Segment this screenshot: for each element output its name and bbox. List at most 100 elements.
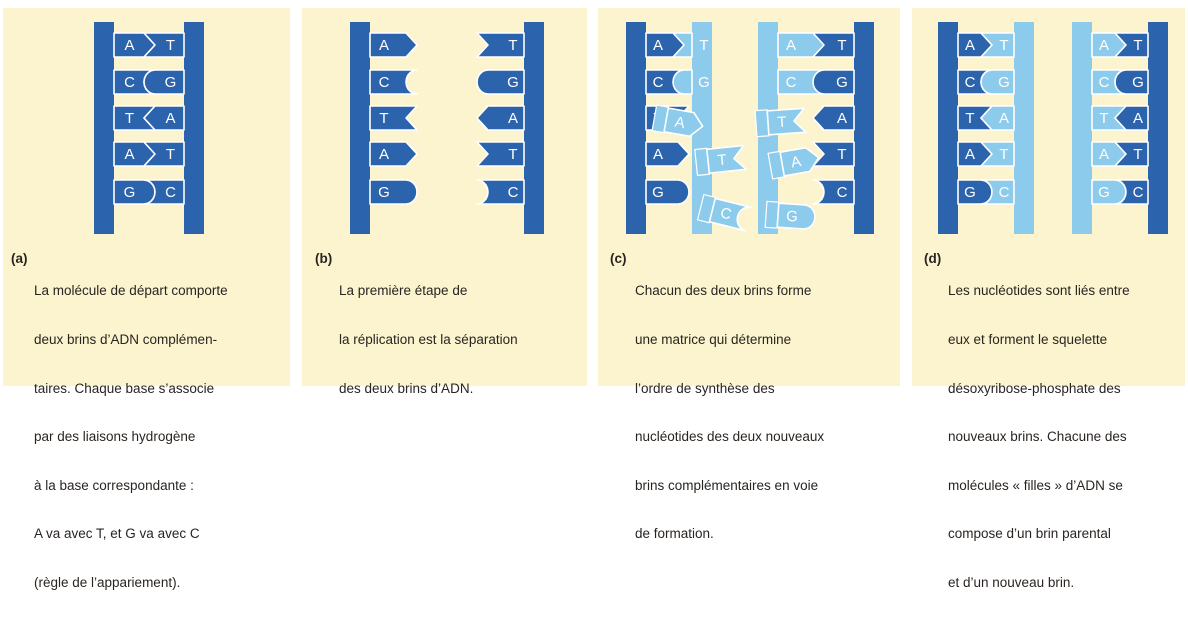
base-letter: G [698,74,710,91]
panel-c-label: (c) [610,251,627,267]
sugar-phosphate-backbone [1148,22,1168,234]
base-letter: T [508,37,517,54]
base-letter: C [786,74,797,91]
caption-line: deux brins d’ADN complémen- [34,332,228,348]
base-letter: G [124,184,136,201]
base-g [673,70,692,94]
base-letter: A [837,110,847,127]
caption-line: taires. Chaque base s’associe [34,381,228,397]
panel-b-text: La première étape de la réplication est … [339,251,518,429]
base-a [813,106,854,130]
base-letter: A [965,146,975,163]
base-letter: T [837,146,846,163]
base-letter: T [837,37,846,54]
caption-line: La molécule de départ comporte [34,283,228,299]
base-letter: T [508,146,517,163]
sugar-phosphate-backbone [854,22,874,234]
sugar-phosphate-backbone [94,22,114,234]
base-letter: C [999,184,1010,201]
caption-line: l’ordre de synthèse des [635,381,824,397]
caption-line: la réplication est la séparation [339,332,518,348]
panel-b-label: (b) [315,251,332,267]
base-letter: T [999,146,1008,163]
base-letter: T [1133,37,1142,54]
base-letter: T [166,37,175,54]
base-letter: T [125,110,134,127]
sugar-phosphate-backbone [1072,22,1092,234]
base-letter: G [507,74,519,91]
caption-line: A va avec T, et G va avec C [34,526,228,542]
base-letter: C [165,184,176,201]
base-letter: T [1099,110,1108,127]
base-letter: C [508,184,519,201]
base-letter: T [965,110,974,127]
caption-line: Les nucléotides sont liés entre [948,283,1130,299]
caption-line: par des liaisons hydrogène [34,429,228,445]
caption-line: des deux brins d’ADN. [339,381,518,397]
base-letter: T [379,110,388,127]
base-letter: A [379,37,389,54]
base-letter: G [998,74,1010,91]
caption-line: La première étape de [339,283,518,299]
sugar-phosphate-backbone [938,22,958,234]
caption-line: nouveaux brins. Chacune des [948,429,1130,445]
base-letter: T [717,151,728,169]
caption-line: compose d’un brin parental [948,526,1130,542]
base-c [813,180,854,204]
caption-line: de formation. [635,526,824,542]
caption-line: désoxyribose-phosphate des [948,381,1130,397]
base-letter: A [124,146,134,163]
base-a [370,142,417,166]
sugar-phosphate-backbone [184,22,204,234]
base-g [370,180,417,204]
panel-d-label: (d) [924,251,941,267]
base-letter: T [699,37,708,54]
sugar-phosphate-backbone [524,22,544,234]
base-letter: T [166,146,175,163]
base-letter: T [1133,146,1142,163]
panel-a-diagram: A T C G T A A T G C [3,8,290,248]
panel-b: ACTAGTGATC (b) La première étape de la r… [302,8,587,386]
base-letter: C [1099,74,1110,91]
base-letter: A [124,37,134,54]
caption-line: nucléotides des deux nouveaux [635,429,824,445]
base-letter: A [1133,110,1143,127]
base-letter: A [653,146,663,163]
base-letter: A [1099,146,1109,163]
caption-line: une matrice qui détermine [635,332,824,348]
base-letter: T [777,114,787,132]
caption-line: molécules « filles » d’ADN se [948,478,1130,494]
free-nucleotide: T [755,107,806,136]
panel-d-text: Les nucléotides sont liés entre eux et f… [948,251,1130,624]
base-letter: A [653,37,663,54]
panel-a: A T C G T A A T G C (a) La molécule de départ com… [3,8,290,386]
free-nucleotide: G [765,201,816,230]
base-letter: G [652,184,664,201]
base-letter: C [379,74,390,91]
base-t [813,142,854,166]
base-letter: C [965,74,976,91]
caption-line: (règle de l’appariement). [34,575,228,591]
sugar-phosphate-backbone [350,22,370,234]
caption-line: et d’un nouveau brin. [948,575,1130,591]
base-letter: A [965,37,975,54]
free-nucleotide: T [695,144,746,175]
panel-c-diagram: ACTAGTGATCGATCATCTAG [598,8,900,248]
base-letter: A [508,110,518,127]
base-c [370,70,417,94]
base-letter: G [786,208,799,226]
base-letter: A [165,110,175,127]
base-letter: A [1099,37,1109,54]
base-letter: G [1132,74,1144,91]
panel-c: ACTAGTGATCGATCATCTAG (c) Chacun des deux… [598,8,900,386]
base-letter: A [786,37,796,54]
caption-line: Chacun des deux brins forme [635,283,824,299]
base-letter: C [124,74,135,91]
panel-a-label: (a) [11,251,28,267]
base-t [370,106,417,130]
base-letter: G [165,74,177,91]
base-letter: G [964,184,976,201]
caption-line: brins complémentaires en voie [635,478,824,494]
